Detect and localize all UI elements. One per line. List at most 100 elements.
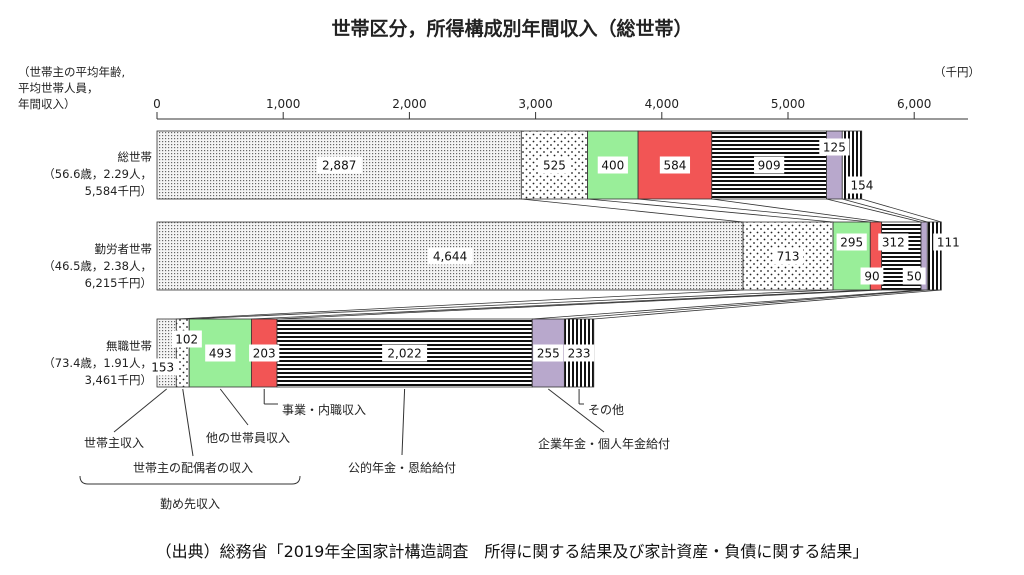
connector-line bbox=[532, 289, 922, 320]
data-label-bg bbox=[597, 156, 628, 174]
data-label: 525 bbox=[543, 159, 566, 173]
connector-line bbox=[189, 289, 834, 320]
data-label-bg bbox=[902, 267, 926, 285]
connector-line bbox=[638, 198, 871, 223]
x-tick-label: 3,000 bbox=[518, 97, 552, 111]
connector-line bbox=[842, 198, 928, 223]
data-label-bg bbox=[171, 330, 202, 348]
connector-line bbox=[861, 198, 942, 223]
data-label: 111 bbox=[937, 236, 960, 250]
callout-line bbox=[547, 388, 605, 433]
callout-label: 他の世帯員収入 bbox=[206, 431, 290, 445]
data-label-bg bbox=[819, 138, 850, 156]
callout-label: その他 bbox=[588, 403, 624, 417]
x-tick-label: 5,000 bbox=[771, 97, 805, 111]
data-label: 493 bbox=[209, 347, 232, 361]
x-tick-label: 2,000 bbox=[392, 97, 426, 111]
row-label-name: 総世帯 bbox=[117, 150, 153, 164]
callout-line bbox=[401, 388, 406, 456]
y-axis-caption-line: 年間収入） bbox=[18, 97, 76, 111]
y-axis-caption-line: （世帯主の平均年齢, bbox=[18, 65, 126, 79]
bracket-label: 勤め先収入 bbox=[160, 497, 220, 511]
data-label-bg bbox=[933, 233, 964, 251]
data-label-bg bbox=[846, 176, 878, 194]
bar-segment bbox=[926, 221, 942, 291]
callout-label: 世帯主の配偶者の収入 bbox=[133, 461, 253, 475]
data-label: 2,887 bbox=[322, 159, 356, 173]
row-label-detail: （73.4歳，1.91人， bbox=[43, 356, 152, 370]
connector-line bbox=[521, 198, 744, 223]
row-label-detail: 5,584千円） bbox=[84, 184, 152, 198]
unit-label: （千円） bbox=[934, 65, 980, 79]
data-label: 154 bbox=[851, 179, 874, 193]
row-label-name: 勤労者世帯 bbox=[94, 242, 153, 256]
data-label-bg bbox=[427, 247, 473, 265]
data-label: 295 bbox=[840, 236, 863, 250]
x-tick-label: 0 bbox=[153, 97, 161, 111]
data-label-bg bbox=[878, 233, 909, 251]
row-label-worker-households: 勤労者世帯 （46.5歳，2.38人， 6,215千円） bbox=[0, 241, 152, 292]
data-label-bg bbox=[860, 267, 884, 285]
data-label: 102 bbox=[175, 333, 198, 347]
row-label-non-worker-households: 無職世帯 （73.4歳，1.91人， 3,461千円） bbox=[0, 338, 152, 389]
y-axis-caption: （世帯主の平均年齢, 平均世帯人員， 年間収入） bbox=[18, 64, 125, 112]
connector-line bbox=[276, 289, 882, 320]
bracket bbox=[79, 475, 301, 485]
data-label-bg bbox=[659, 156, 691, 174]
connector-line bbox=[711, 198, 882, 223]
data-label-bg bbox=[533, 344, 564, 362]
row-label-detail: 6,215千円） bbox=[84, 276, 152, 290]
data-label-bg bbox=[249, 344, 280, 362]
data-label-bg bbox=[147, 358, 178, 376]
data-label: 400 bbox=[601, 159, 624, 173]
callout-label: 企業年金・個人年金給付 bbox=[538, 436, 670, 451]
row-label-name: 無職世帯 bbox=[106, 339, 152, 353]
callout-label: 事業・内職収入 bbox=[282, 403, 366, 417]
connector-line bbox=[564, 289, 928, 320]
data-label: 909 bbox=[758, 159, 781, 173]
y-axis-caption-line: 平均世帯人員， bbox=[18, 81, 99, 95]
connector-line bbox=[826, 198, 922, 223]
data-label: 153 bbox=[151, 361, 174, 375]
data-label: 312 bbox=[882, 236, 905, 250]
data-label: 2,022 bbox=[387, 347, 421, 361]
data-label: 90 bbox=[864, 270, 879, 284]
connector-line bbox=[587, 198, 834, 223]
data-label: 713 bbox=[777, 250, 800, 264]
row-label-detail: （56.6歳，2.29人， bbox=[43, 167, 152, 181]
callout-line bbox=[182, 388, 194, 457]
data-label-bg bbox=[316, 156, 362, 174]
data-label: 255 bbox=[537, 347, 560, 361]
data-label-bg bbox=[754, 156, 785, 174]
data-label: 4,644 bbox=[433, 250, 467, 264]
connector-line bbox=[176, 289, 744, 320]
callout-line bbox=[113, 388, 167, 433]
data-label-bg bbox=[539, 156, 570, 174]
data-label-bg bbox=[563, 344, 595, 362]
data-label: 203 bbox=[253, 347, 276, 361]
row-label-detail: （46.5歳，2.38人， bbox=[43, 259, 152, 273]
x-tick-label: 1,000 bbox=[266, 97, 300, 111]
data-label: 584 bbox=[663, 159, 686, 173]
connector-line bbox=[593, 289, 942, 320]
data-label-bg bbox=[382, 344, 428, 362]
callout-label: 世帯主収入 bbox=[84, 436, 144, 450]
row-label-all-households: 総世帯 （56.6歳，2.29人， 5,584千円） bbox=[0, 149, 152, 200]
source-note: （出典）総務省「2019年全国家計構造調査 所得に関する結果及び家計資産・負債に… bbox=[155, 542, 869, 561]
data-label: 233 bbox=[568, 347, 591, 361]
x-tick-label: 4,000 bbox=[645, 97, 679, 111]
chart-title: 世帯区分，所得構成別年間収入（総世帯） bbox=[331, 18, 693, 40]
data-label-bg bbox=[205, 344, 236, 362]
data-label-bg bbox=[836, 233, 867, 251]
data-label: 50 bbox=[907, 270, 922, 284]
data-label: 125 bbox=[823, 141, 846, 155]
callout-line bbox=[219, 388, 249, 426]
data-label-bg bbox=[772, 247, 804, 265]
bar-segment bbox=[156, 318, 177, 388]
row-label-detail: 3,461千円） bbox=[84, 373, 152, 387]
connector-line bbox=[251, 289, 871, 320]
x-tick-label: 6,000 bbox=[897, 97, 931, 111]
callout-label: 公的年金・恩給給付 bbox=[348, 460, 456, 475]
bar-segment bbox=[175, 318, 190, 388]
